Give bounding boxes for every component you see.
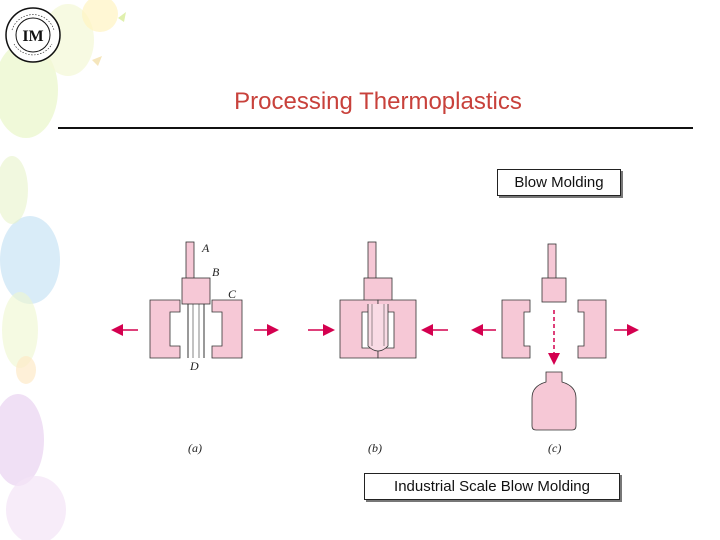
blow-molding-diagram: A B C D (a) (b) (c): [111, 241, 639, 455]
label-d: D: [189, 359, 199, 373]
label-c: C: [228, 287, 237, 301]
mold-half-right: [211, 299, 243, 359]
panel-label-c: (c): [548, 441, 561, 455]
bottle: [531, 371, 577, 431]
university-logo: IM: [5, 7, 61, 63]
label-b: B: [212, 265, 220, 279]
panel-c: (c): [471, 243, 639, 455]
slide-title: Processing Thermoplastics: [234, 88, 522, 115]
panel-label-b: (b): [368, 441, 382, 455]
panel-a: A B C D (a): [111, 241, 279, 455]
mold-half-left: [149, 299, 181, 359]
blow-molding-label: Blow Molding: [497, 169, 621, 196]
svg-text:IM: IM: [22, 28, 43, 45]
blow-pin: [185, 241, 195, 281]
die-head: [181, 277, 211, 305]
title-underline: [58, 127, 693, 129]
industrial-blow-molding-label: Industrial Scale Blow Molding: [364, 473, 620, 500]
panel-label-a: (a): [188, 441, 202, 455]
panel-b: (b): [308, 241, 448, 455]
label-a: A: [201, 241, 210, 255]
